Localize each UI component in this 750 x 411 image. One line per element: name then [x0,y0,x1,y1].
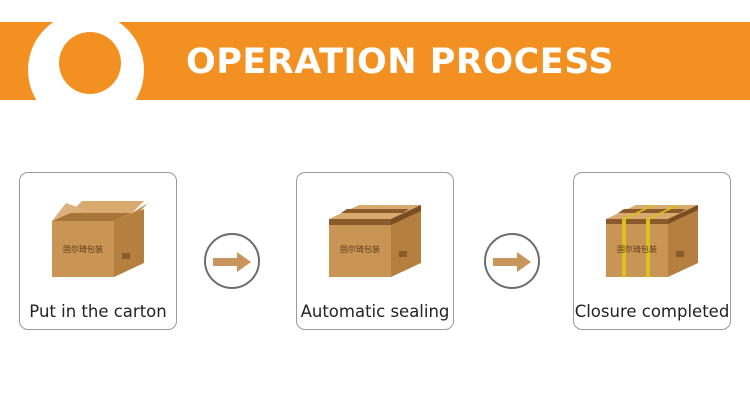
step-card-automatic-sealing: 固尔琦包装 Automatic sealing [296,172,454,330]
arrow-next-2 [484,233,540,289]
page-title: OPERATION PROCESS [186,42,615,82]
arrow-right-icon [213,252,251,272]
step-card-closure-completed: 固尔琦包装 Closure completed [573,172,731,330]
open-box-icon: 固尔琦包装 [52,201,148,277]
logo-dot [59,32,121,94]
step-label: Closure completed [574,302,730,321]
step-label: Put in the carton [29,302,167,321]
arrow-right-icon [493,252,531,272]
box-print-text: 固尔琦包装 [340,244,380,254]
strapped-box-icon: 固尔琦包装 [606,205,698,277]
box-print-text: 固尔琦包装 [617,244,657,254]
step-label: Automatic sealing [300,302,450,321]
step-card-put-in-carton: 固尔琦包装 Put in the carton [19,172,177,330]
sealed-box-icon: 固尔琦包装 [329,205,421,277]
arrow-next-1 [204,233,260,289]
box-print-text: 固尔琦包装 [63,244,103,254]
